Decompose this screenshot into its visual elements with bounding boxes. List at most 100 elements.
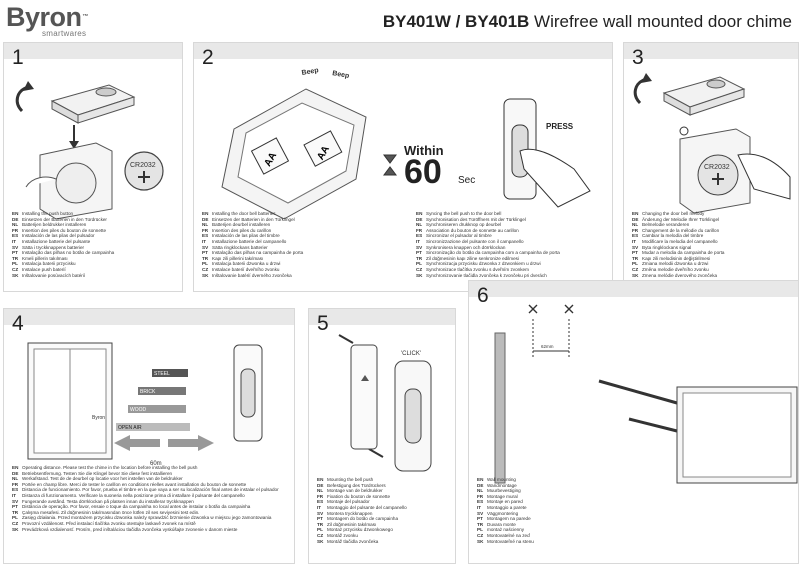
device-brand-label: Byron bbox=[92, 415, 105, 421]
melody-change-illustration: CR2032 bbox=[633, 73, 791, 214]
brick-label: BRICK bbox=[140, 389, 156, 395]
battery-label: CR2032 bbox=[704, 164, 730, 171]
step-4-panel: 4 Byron STEEL BRICK WOOD OPEN AIR 60m EN… bbox=[3, 308, 295, 564]
seconds-count: 60 bbox=[404, 153, 442, 191]
battery-label: CR2032 bbox=[130, 162, 156, 169]
steel-label: STEEL bbox=[154, 371, 170, 377]
within-label: Within bbox=[404, 143, 444, 158]
brand-name: Byron bbox=[6, 2, 82, 32]
brand-tagline: smartwares bbox=[42, 29, 87, 38]
step-number: 4 bbox=[12, 312, 24, 335]
seconds-unit: Sec bbox=[458, 175, 475, 186]
step-number: 5 bbox=[317, 312, 329, 335]
step-number: 1 bbox=[12, 46, 24, 69]
document-title: BY401W / BY401B Wirefree wall mounted do… bbox=[383, 12, 792, 32]
wall-mounting-illustration: 62mm bbox=[494, 304, 798, 484]
beep-label: Beep bbox=[332, 70, 350, 80]
byron-logo: Byron™ smartwares bbox=[6, 2, 89, 39]
step-number: 2 bbox=[202, 46, 214, 69]
press-label: PRESS bbox=[546, 122, 574, 131]
open-air-label: OPEN AIR bbox=[118, 425, 142, 431]
beep-label: Beep bbox=[301, 67, 319, 77]
spacing-label: 62mm bbox=[541, 344, 554, 349]
distance-label: 60m bbox=[150, 461, 162, 467]
operating-distance-illustration: Byron STEEL BRICK WOOD OPEN AIR 60m bbox=[27, 342, 263, 467]
step-number: 6 bbox=[477, 284, 489, 307]
click-label: 'CLICK' bbox=[401, 351, 421, 357]
product-title: Wirefree wall mounted door chime bbox=[534, 12, 792, 31]
